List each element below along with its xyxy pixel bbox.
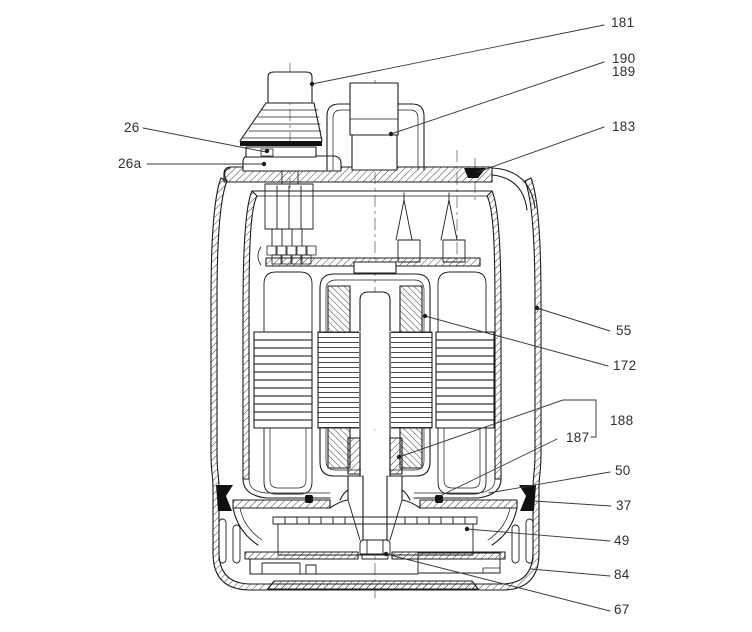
impeller [272,499,478,556]
bracket-188 [398,399,597,458]
rotor-laminations [317,331,433,429]
leader-dots [261,81,540,557]
volute [232,507,518,546]
callout-183: 183 [612,119,636,134]
clamp-seals [216,485,536,511]
leader-lines [142,24,612,612]
gland-band [240,141,322,146]
callout-190: 190 [612,51,636,66]
callout-26: 26 [124,120,140,135]
motor-shaft [362,475,388,541]
base-plate [267,580,479,590]
thermal-wire-hooks [395,192,466,263]
shaft-seal [339,427,411,501]
callout-49: 49 [614,533,630,548]
motor-housing [242,190,502,499]
callout-84: 84 [614,567,630,582]
rotor-top-end-ring [319,261,431,333]
plug-connector [349,82,399,171]
callout-37: 37 [616,498,632,513]
callout-50: 50 [615,463,631,478]
cable-gland [239,71,342,172]
callout-187: 187 [566,430,590,445]
inlet-slots [218,518,534,564]
callout-67: 67 [614,602,630,617]
callout-55: 55 [616,323,632,338]
cover-screw-recess [464,168,486,178]
pump-housing-plate [232,499,518,509]
terminal-block [264,169,314,247]
callout-188: 188 [610,413,634,428]
callout-181: 181 [611,15,635,30]
callout-189: 189 [612,64,636,79]
stator-laminations [253,331,495,429]
callout-172: 172 [613,358,637,373]
impeller-nut [359,539,391,560]
callout-26a: 26a [118,156,142,171]
